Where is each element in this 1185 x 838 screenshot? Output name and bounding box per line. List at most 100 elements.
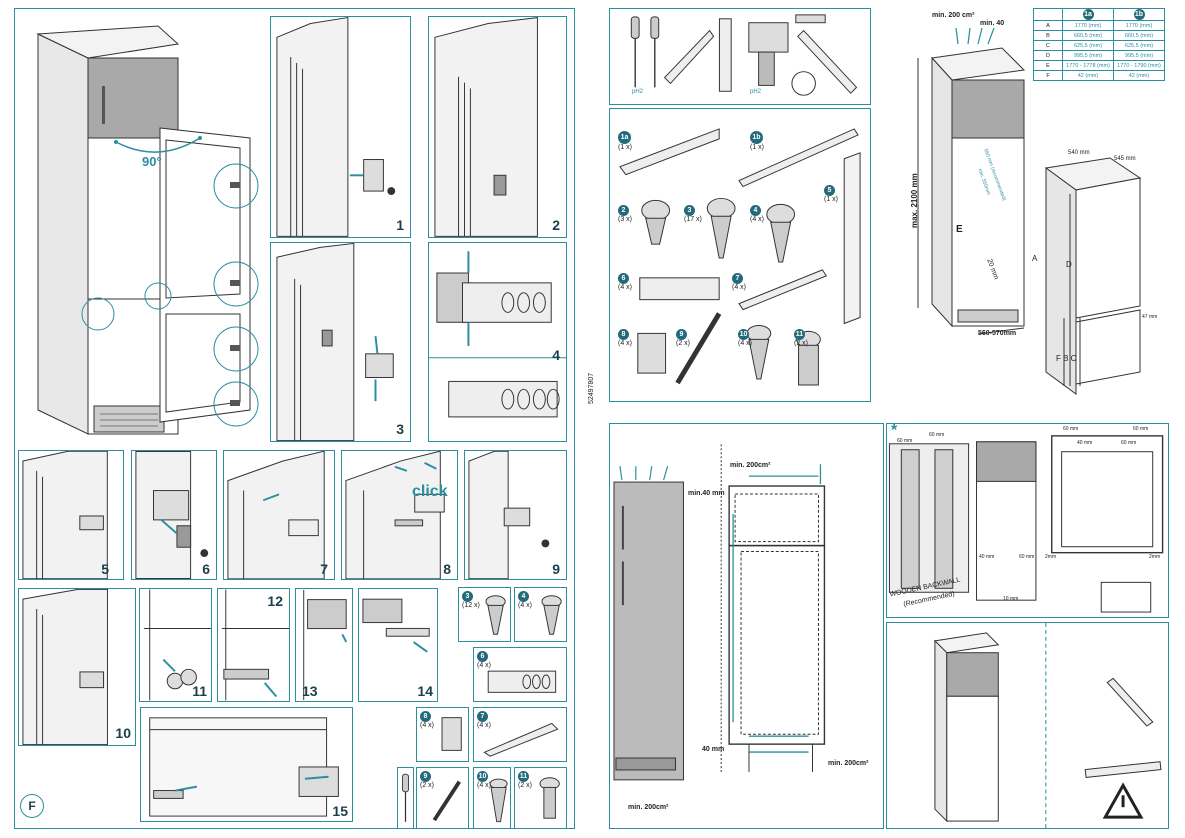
part-qty: (17 x) xyxy=(684,216,702,223)
part-id-badge: 1a xyxy=(618,131,631,144)
ventilation-panel: min. 200cm² min.40 mm min. 200cm² 40 mm … xyxy=(609,423,884,829)
wall-60mm-label: 60 mm xyxy=(929,432,945,438)
part-id-badge: 4 xyxy=(518,591,529,602)
vent-bottom-left-label: min. 200cm² xyxy=(628,804,669,811)
tools-panel: pH2 pH2 xyxy=(609,8,871,105)
mini-part-4: 4(4 x) xyxy=(514,587,567,642)
table-cell: 42 (mm) xyxy=(1062,70,1114,81)
vent-min40-label: min.40 mm xyxy=(688,490,725,497)
tool-label: pH2 xyxy=(750,89,762,95)
wall-2mm-label: 2mm xyxy=(1149,554,1161,560)
wall-60mm-side-label: 60 mm xyxy=(1019,554,1035,560)
part-qty: (4 x) xyxy=(477,722,491,729)
table-cell: E xyxy=(1033,60,1063,71)
step-6-panel: 6 xyxy=(131,450,217,580)
step-8-panel: click 8 xyxy=(341,450,458,580)
top-60mm-label: 60 mm xyxy=(1133,426,1149,432)
step-13-panel: 13 xyxy=(295,588,353,702)
part-id-badge: 3 xyxy=(462,591,473,602)
wooden-backwall-panel: * 60 mm 60 mm WOODEN BACKWALL (Recommend… xyxy=(886,423,1169,618)
part-id-badge: 5 xyxy=(824,185,835,196)
part-qty: (4 x) xyxy=(477,662,491,669)
part-qty: (4 x) xyxy=(750,216,764,223)
part-id-badge: 9 xyxy=(420,771,431,782)
part-qty: (4 x) xyxy=(518,602,532,609)
part-qty: (2 x) xyxy=(794,340,808,347)
table-cell: 42 (mm) xyxy=(1113,70,1165,81)
mini-part-9: 9(2 x) xyxy=(416,767,469,829)
step-number: 14 xyxy=(417,683,433,699)
click-label: click xyxy=(412,483,448,500)
table-cell: B xyxy=(1033,30,1063,41)
step-4-panel: 4 xyxy=(428,242,567,442)
step-2-panel: 2 xyxy=(428,16,567,238)
step-10-panel: 10 xyxy=(18,588,136,746)
top-60mm-label: 60 mm xyxy=(1121,440,1137,446)
wall-40mm-label: 40 mm xyxy=(979,554,995,560)
table-cell: 995,5 (mm) xyxy=(1062,50,1114,61)
table-cell: 1770 - 1790 (mm) xyxy=(1113,60,1165,71)
part-qty: (4 x) xyxy=(477,782,491,789)
table-header-row: 1a 1b xyxy=(1033,8,1165,21)
wall-60mm-label: 60 mm xyxy=(897,438,913,444)
step-11-panel: 11 xyxy=(139,588,212,702)
step-9-panel: 9 xyxy=(464,450,567,580)
depth-top-label: min. 40 xyxy=(980,20,1005,27)
part-id-badge: 4 xyxy=(750,205,761,216)
top-40mm-label: 40 mm xyxy=(1077,440,1093,446)
part-id-badge: 8 xyxy=(618,329,629,340)
table-cell: 625,5 (mm) xyxy=(1062,40,1114,51)
fridge-depth-label: 545 mm xyxy=(1114,156,1136,162)
niche-e-label: E xyxy=(956,224,963,235)
step-number: 11 xyxy=(192,683,207,699)
part-id-badge: 2 xyxy=(618,205,629,216)
step-number: 9 xyxy=(552,561,560,577)
step-14-panel: 14 xyxy=(358,588,438,702)
table-header-cell: 1a xyxy=(1082,9,1094,20)
fridge-fbc-label: F B C xyxy=(1056,354,1077,363)
part-qty: (4 x) xyxy=(420,722,434,729)
fridge-width-label: 540 mm xyxy=(1068,150,1090,156)
part-qty: (1 x) xyxy=(824,196,838,203)
step-5-panel: 5 xyxy=(18,450,124,580)
table-cell: 1770 - 1778 (mm) xyxy=(1062,60,1114,71)
part-qty: (2 x) xyxy=(420,782,434,789)
door-angle-label: 90° xyxy=(142,154,162,169)
table-cell: 1770 (mm) xyxy=(1062,20,1114,31)
niche-dimensions-drawing: min. 200 cm² min. 40 max. 2100 mm 560-57… xyxy=(898,8,1028,400)
table-cell: 660,5 (mm) xyxy=(1113,30,1165,41)
wall-10mm-label: 10 mm xyxy=(1003,596,1019,602)
step-1-panel: 1 xyxy=(270,16,411,238)
vent-40mm-label: 40 mm xyxy=(702,746,725,753)
vent-bottom-right-label: min. 200cm² xyxy=(828,760,869,767)
fridge-a-label: A xyxy=(1032,254,1038,263)
step-number: 15 xyxy=(332,803,348,819)
step-number: 5 xyxy=(101,561,109,577)
step-number: 12 xyxy=(267,593,283,609)
niche-width-label: 560-570mm xyxy=(978,330,1017,337)
vent-top-label: min. 200 cm² xyxy=(932,12,975,19)
step-number: 6 xyxy=(202,561,210,577)
level-check-panel xyxy=(886,622,1169,829)
star-marker: * xyxy=(891,423,898,439)
table-cell: 1770 (mm) xyxy=(1113,20,1165,31)
part-id-badge: 3 xyxy=(684,205,695,216)
part-qty: (4 x) xyxy=(618,340,632,347)
part-id-badge: 7 xyxy=(732,273,743,284)
table-cell: 995,5 (mm) xyxy=(1113,50,1165,61)
mini-part-6: 6(4 x) xyxy=(473,647,567,702)
step-12-panel: 12 xyxy=(217,588,290,702)
mini-part-10: 10(4 x) xyxy=(473,767,511,829)
part-id-badge: 1b xyxy=(750,131,763,144)
mini-part-8: 8(4 x) xyxy=(416,707,469,762)
fridge-d-label: D xyxy=(1066,260,1072,269)
mini-part-3: 3(12 x) xyxy=(458,587,511,642)
table-cell: A xyxy=(1033,20,1063,31)
part-qty: (12 x) xyxy=(462,602,480,609)
